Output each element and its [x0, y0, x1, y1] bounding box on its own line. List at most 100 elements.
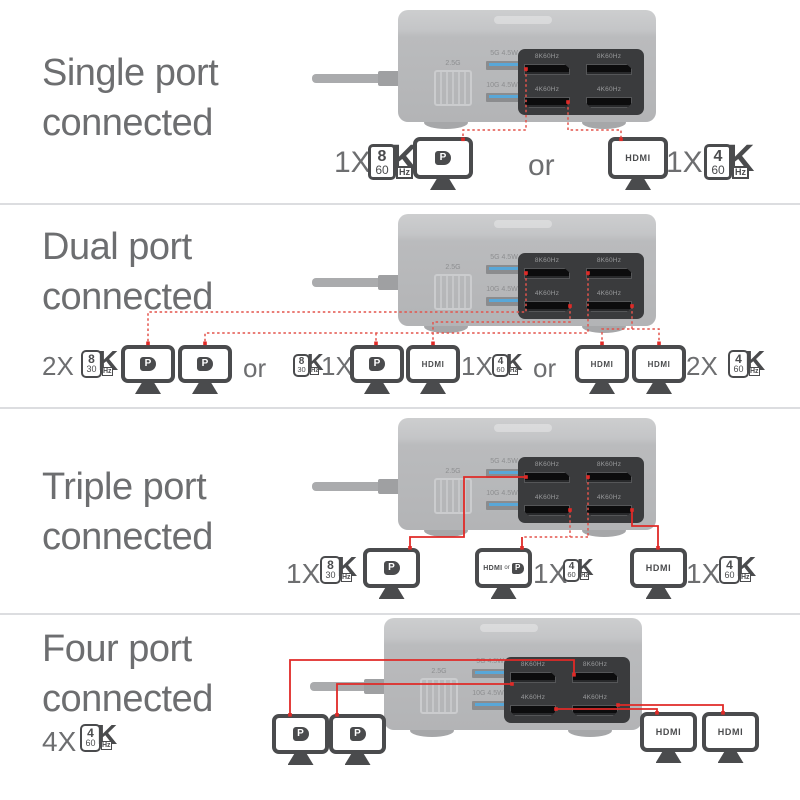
multiplier-label: 1X: [334, 146, 371, 179]
badge-hz: Hz: [740, 573, 751, 582]
hdmi-port-label: 4K60Hz: [596, 290, 622, 297]
hdmi-port: [586, 505, 632, 516]
multiplier-label: 2X: [42, 351, 74, 381]
dp-port-label: 8K60Hz: [534, 257, 560, 264]
section-triple-port: Triple port connected 2.5G 5G 4.5W 10G 4…: [0, 408, 800, 613]
hdmi-port-label: 4K60Hz: [596, 494, 622, 501]
monitor-screen: HDMI: [632, 345, 686, 383]
usb-port-label: 5G 4.5W: [490, 254, 518, 261]
displayport-port: [524, 268, 570, 279]
usb-port-label: 10G 4.5W: [486, 286, 518, 293]
monitor-stand: [717, 751, 744, 763]
badge-hz: Hz: [580, 572, 590, 580]
video-port-panel: 8K60Hz 8K60Hz 4K60Hz 4K60Hz: [518, 253, 644, 319]
dp-port-label: 8K60Hz: [596, 53, 622, 60]
monitor-hdmi: HDMI: [630, 548, 687, 599]
hdmi-logo-icon: HDMI: [590, 359, 614, 369]
badge-hz: Hz: [509, 367, 519, 375]
section-title: Dual port connected: [42, 222, 213, 322]
usb-cable: [312, 74, 384, 83]
displayport-logo-icon: P: [292, 727, 309, 741]
monitor-screen: P: [329, 714, 386, 754]
monitor-dp: P: [363, 548, 420, 599]
badge-refresh-rate: 30: [86, 364, 97, 374]
usb-pin: [489, 63, 519, 66]
monitor-stand: [344, 753, 371, 765]
hdmi-port: [572, 705, 618, 716]
badge-resolution: 4: [568, 561, 575, 573]
badge-refresh-rate: 30: [325, 570, 336, 580]
dock-body: 2.5G 5G 4.5W 10G 4.5W 8K60Hz 8K60Hz 4K60…: [398, 418, 656, 530]
badge-refresh-rate: 60: [711, 162, 725, 177]
usb-pin: [475, 703, 505, 706]
ethernet-port-label: 2.5G: [445, 60, 461, 67]
usb-pin: [489, 267, 519, 270]
title-line: connected: [42, 516, 213, 558]
hdmi-logo-icon: HDMI: [421, 359, 445, 369]
multiplier-label: 1X: [533, 558, 568, 589]
section-title: Single port connected: [42, 48, 219, 148]
usb-port: [486, 297, 522, 306]
monitor-stand: [420, 382, 446, 394]
brand-logo: [494, 220, 552, 228]
usb-port: [486, 265, 522, 274]
monitor-hdmi: HDMI: [575, 345, 629, 394]
dock-device: 2.5G 5G 4.5W 10G 4.5W 8K60Hz 8K60Hz 4K60…: [310, 618, 642, 744]
badge-hz: Hz: [102, 367, 113, 376]
badge-hz: Hz: [310, 367, 320, 375]
title-line: Four port: [42, 628, 192, 670]
monitor-screen: HDMI: [630, 548, 687, 588]
displayport-port: [586, 472, 632, 483]
displayport-logo-icon: P: [369, 357, 385, 371]
monitor-stand: [287, 753, 314, 765]
displayport-logo-icon: P: [197, 357, 213, 371]
usb-port: [472, 669, 508, 678]
hdmi-logo-icon: HDMI: [717, 727, 744, 737]
monitor-screen: P: [363, 548, 420, 588]
title-line: Single port: [42, 52, 219, 94]
badge-refresh-rate: 60: [733, 364, 744, 374]
ethernet-port: [434, 70, 472, 106]
multiplier-label: 4X: [42, 726, 77, 757]
section-divider: [0, 613, 800, 615]
dock-device: 2.5G 5G 4.5W 10G 4.5W 8K60Hz 8K60Hz 4K60…: [312, 214, 656, 340]
monitor-screen: HDMI: [575, 345, 629, 383]
section-divider: [0, 407, 800, 409]
badge-resolution: 4: [497, 356, 504, 368]
badge-resolution: 8: [298, 356, 305, 368]
dock-device: 2.5G 5G 4.5W 10G 4.5W 8K60Hz 8K60Hz 4K60…: [312, 418, 656, 544]
brand-logo: [494, 424, 552, 432]
badge-resolution: 4: [735, 352, 742, 366]
displayport-port: [572, 672, 618, 683]
usb-port-label: 5G 4.5W: [490, 458, 518, 465]
usb-cable: [310, 682, 370, 691]
monitor-hdmi: HDMI: [702, 712, 759, 763]
dock-body: 2.5G 5G 4.5W 10G 4.5W 8K60Hz 8K60Hz 4K60…: [398, 214, 656, 326]
displayport-port: [586, 268, 632, 279]
monitor-stand: [364, 382, 390, 394]
multiplier-label: 1X: [286, 558, 321, 589]
badge-refresh-rate: 30: [297, 365, 306, 375]
monitor-dp: P: [350, 345, 404, 394]
ethernet-port: [434, 274, 472, 310]
section-title: Triple port connected: [42, 462, 213, 562]
usb-port: [486, 469, 522, 478]
monitor-screen: P: [121, 345, 175, 383]
dock-body: 2.5G 5G 4.5W 10G 4.5W 8K60Hz 8K60Hz 4K60…: [384, 618, 642, 730]
monitor-dp: P: [272, 714, 329, 765]
usb-port-label: 10G 4.5W: [486, 82, 518, 89]
usb-port: [472, 701, 508, 710]
brand-logo: [494, 16, 552, 24]
usb-pin: [489, 471, 519, 474]
badge-resolution: 4: [87, 726, 94, 740]
ethernet-port: [434, 478, 472, 514]
title-line: Dual port: [42, 226, 192, 268]
usb-port-label: 10G 4.5W: [486, 490, 518, 497]
badge-hz: Hz: [341, 573, 352, 582]
